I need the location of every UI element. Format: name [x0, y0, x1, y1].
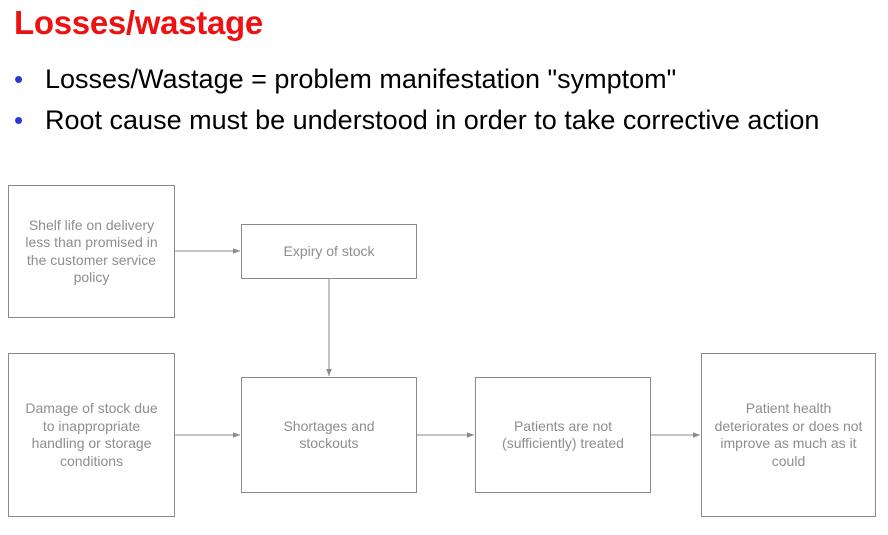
bullet-dot-icon: •	[14, 105, 24, 135]
bullet-dot-icon: •	[14, 64, 24, 94]
bullet-text: Losses/Wastage = problem manifestation "…	[45, 64, 677, 94]
node-patients: Patients are not (sufficiently) treated	[475, 377, 651, 493]
node-expiry: Expiry of stock	[241, 224, 417, 279]
node-health: Patient health deteriorates or does not …	[701, 353, 876, 517]
bullet-item: • Losses/Wastage = problem manifestation…	[14, 62, 819, 103]
node-damage: Damage of stock due to inappropriate han…	[8, 353, 175, 517]
bullet-list: • Losses/Wastage = problem manifestation…	[14, 62, 819, 144]
slide-title: Losses/wastage	[14, 4, 263, 41]
node-shortages: Shortages and stockouts	[241, 377, 417, 493]
bullet-item: • Root cause must be understood in order…	[14, 103, 819, 144]
bullet-text: Root cause must be understood in order t…	[45, 105, 820, 135]
node-shelf-life: Shelf life on delivery less than promise…	[8, 185, 175, 318]
